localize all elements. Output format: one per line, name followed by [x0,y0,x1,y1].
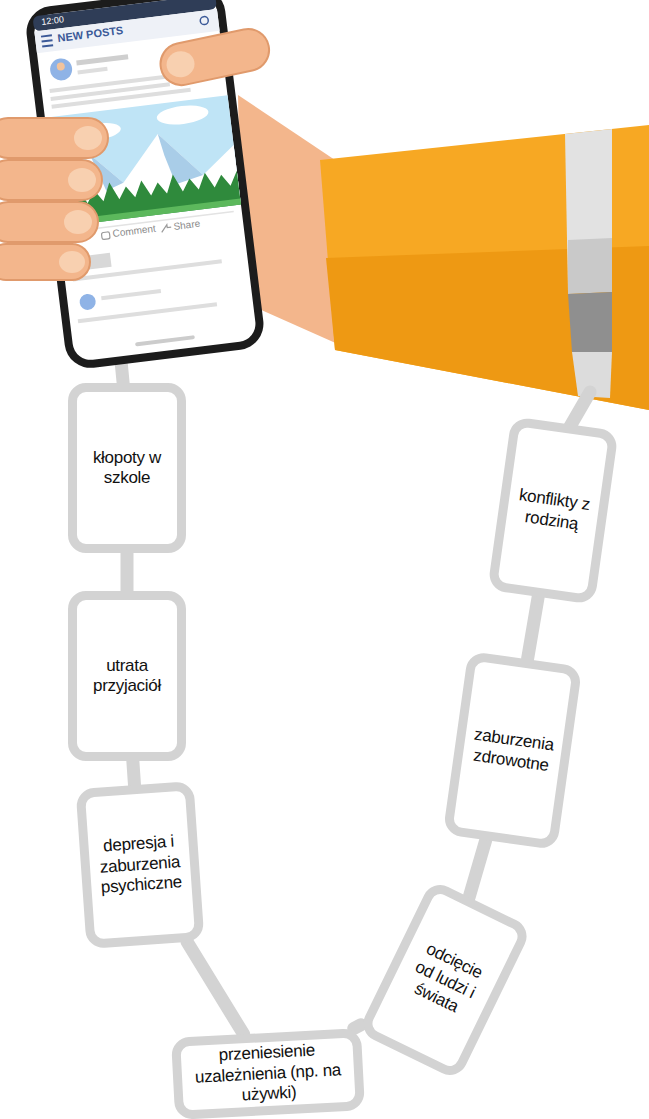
link-label: odcięcie od ludzi i świata [396,935,495,1025]
fingernail [74,126,102,150]
fingernail [64,210,92,234]
thumb-shape [157,25,273,89]
finger [0,160,102,200]
fingernail [164,49,197,80]
link-label: kłopoty w szkole [79,448,175,489]
chain-connector [528,596,539,658]
chain-link: konflikty z rodziną [487,416,618,604]
menu-icon [42,40,53,41]
cuff-band [568,238,612,294]
finger [0,244,90,280]
chain-connector [187,942,244,1034]
link-label: przeniesienie uzależnienia (np. na używk… [192,1040,345,1109]
thumb [157,25,273,89]
fingernail [68,168,96,192]
menu-icon [42,45,53,46]
chain-connector [469,840,486,897]
sleeve [320,125,649,410]
chain-link: depresja i zaburzenia psychiczne [76,781,205,949]
chain-connector [121,553,134,591]
menu-icon [41,35,52,36]
text-placeholder [78,302,217,323]
chain-link: utrata przyjaciół [68,591,186,761]
finger [0,118,108,158]
finger [0,202,98,242]
fingernail [59,251,85,273]
cuff-band [568,292,612,352]
chain-connector [354,1025,361,1029]
avatar [79,293,97,311]
avatar [56,62,65,71]
chain-link: odcięcie od ludzi i świata [357,879,532,1081]
chain-link: przeniesienie uzależnienia (np. na używk… [171,1028,365,1119]
chain-link: zaburzenia zdrowotne [442,650,582,849]
search-icon [200,16,209,25]
link-label: zaburzenia zdrowotne [464,723,561,776]
text-placeholder [101,289,161,300]
text-placeholder [76,54,128,65]
avatar [49,57,74,82]
chain-connector [133,761,135,785]
comment-icon [101,232,110,240]
link-label: depresja i zaburzenia psychiczne [94,831,186,898]
home-indicator [135,335,195,346]
cloud [156,103,210,127]
share-icon [161,224,172,232]
text-placeholder [73,259,222,281]
link-label: utrata przyjaciół [79,656,175,697]
mountain-shade [158,129,204,185]
fingers [0,25,273,280]
text-placeholder [77,67,107,75]
link-label: konflikty z rodziną [506,484,601,537]
chain-link: kłopoty w szkole [68,383,186,553]
